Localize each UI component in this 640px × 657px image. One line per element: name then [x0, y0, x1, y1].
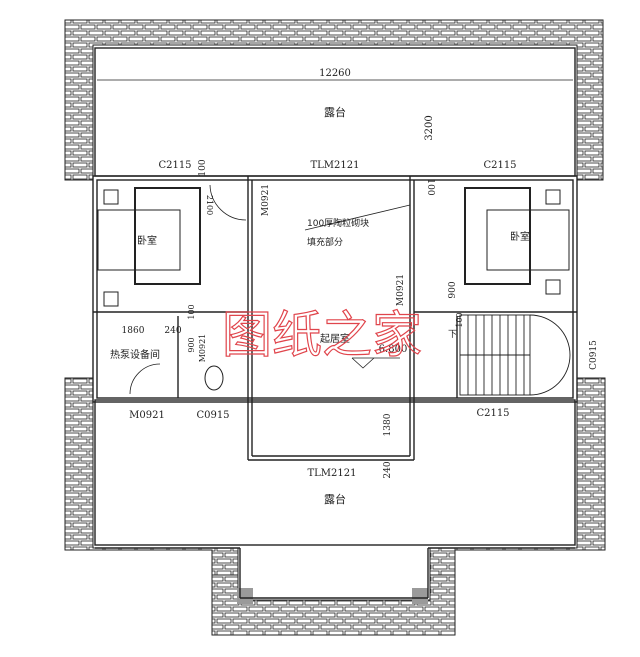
dim-100-right: 100 — [425, 178, 435, 195]
top-terrace-label: 露台 — [324, 105, 346, 119]
dim-100-toilet: 100 — [187, 304, 196, 319]
door-swing — [209, 184, 247, 221]
dim-1860: 1860 — [122, 326, 145, 336]
dim-100-top: 100 — [198, 159, 208, 176]
window-c2115-bottom: C2115 — [476, 408, 509, 419]
living-room-label: 起居室 — [320, 332, 350, 345]
dim-1380: 1380 — [383, 413, 393, 436]
window-c0915-toilet: C0915 — [196, 410, 229, 421]
bed-left — [97, 187, 201, 307]
door-m0921-center: M0921 — [261, 184, 271, 216]
note-line1: 100厚陶粒砌块 — [307, 217, 369, 229]
watermark: 图纸之家 — [222, 306, 422, 364]
door-m0921-right: M0921 — [396, 274, 406, 306]
dim-900-toilet: 900 — [187, 337, 196, 352]
door-swing — [129, 363, 161, 395]
elevation-mark: 6.800 — [379, 344, 408, 355]
walls — [92, 47, 578, 599]
equipment-room-label: 热泵设备间 — [110, 348, 160, 361]
stair-down-label: 下 — [448, 330, 457, 340]
dim-900-right: 900 — [448, 281, 458, 298]
window-c2115-right: C2115 — [483, 160, 516, 171]
parapet-bottom — [211, 574, 456, 636]
dim-12260: 12260 — [319, 68, 351, 79]
door-tlm2121-top: TLM2121 — [311, 160, 360, 171]
door-m0921-toilet: M0921 — [198, 334, 207, 363]
column — [412, 588, 428, 604]
note-leader — [304, 204, 411, 231]
window-c2115-left: C2115 — [158, 160, 191, 171]
dim-3200: 3200 — [424, 115, 435, 140]
bedroom-left-label: 卧室 — [137, 234, 157, 247]
door-m0921-equipment: M0921 — [129, 410, 165, 421]
dim-240-mid: 240 — [164, 326, 181, 336]
door-tlm2121-bottom: TLM2121 — [308, 468, 357, 479]
bottom-terrace-label: 露台 — [324, 492, 346, 506]
dim-2100: 2100 — [205, 195, 214, 215]
bed-right — [464, 187, 570, 295]
parapet-top — [64, 19, 604, 181]
stair — [459, 314, 571, 396]
note-line2: 填充部分 — [307, 236, 343, 248]
parapet-walls — [64, 19, 606, 636]
dim-240-bottom: 240 — [383, 461, 393, 478]
elevation-triangle — [351, 357, 400, 369]
dim-100-stair: 100 — [455, 312, 464, 327]
bedroom-right-label: 卧室 — [510, 230, 530, 243]
toilet-icon — [204, 365, 224, 391]
window-c0915-stair: C0915 — [589, 340, 599, 370]
column — [237, 588, 253, 604]
